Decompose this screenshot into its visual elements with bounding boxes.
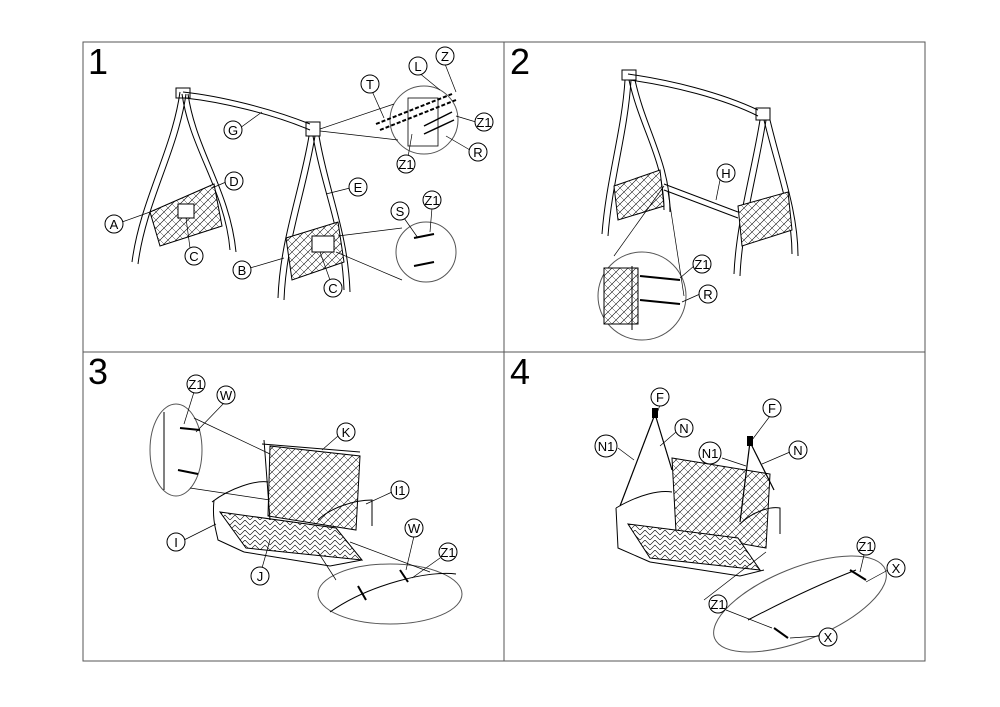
label-F-left: F	[656, 390, 664, 405]
callouts-step-1: Z L T Z1 R Z1 G D E	[104, 46, 494, 298]
label-C-left: C	[189, 249, 198, 264]
callouts-step-2: H Z1 R	[679, 163, 736, 304]
seat-frame	[211, 439, 373, 567]
label-R: R	[703, 287, 712, 302]
label-L: L	[414, 59, 421, 74]
label-T: T	[366, 77, 374, 92]
step-number: 3	[88, 351, 108, 392]
frame-side-right	[277, 121, 351, 301]
label-G: G	[228, 123, 238, 138]
label-K: K	[342, 425, 351, 440]
detail-circle-top	[319, 85, 459, 155]
label-Z1-left: Z1	[710, 597, 725, 612]
detail-circle	[597, 185, 687, 341]
label-X-right: X	[892, 561, 901, 576]
label-B: B	[238, 263, 247, 278]
label-N-right: N	[793, 443, 802, 458]
step-number: 2	[510, 41, 530, 82]
callouts-step-4: F N1 N F N1 N Z1 X Z1	[594, 387, 906, 647]
label-N-left: N	[679, 421, 688, 436]
label-F-right: F	[768, 401, 776, 416]
panel-step-1: 1	[88, 41, 494, 301]
label-I: I	[174, 535, 178, 550]
panel-step-4: 4 F	[510, 351, 906, 653]
label-C-right: C	[328, 281, 337, 296]
swing-seat	[615, 457, 781, 577]
label-Z1-top: Z1	[476, 115, 491, 130]
label-N1-right: N1	[702, 446, 719, 461]
panel-step-2: 2	[510, 41, 799, 341]
detail-oval-bottom	[317, 541, 463, 625]
top-beam	[182, 91, 311, 131]
label-Z1-bottom: Z1	[440, 545, 455, 560]
label-I1: I1	[395, 483, 406, 498]
step-number: 1	[88, 41, 108, 82]
frame-assembled	[601, 69, 799, 277]
detail-circle-bottom	[335, 221, 457, 283]
label-A: A	[110, 217, 119, 232]
label-Z1-right: Z1	[858, 539, 873, 554]
label-D: D	[229, 174, 238, 189]
label-S: S	[396, 204, 405, 219]
label-Z1-bottom: Z1	[424, 193, 439, 208]
label-H: H	[721, 166, 730, 181]
label-Z1-mid: Z1	[398, 157, 413, 172]
label-R: R	[473, 145, 482, 160]
callouts-step-3: Z1 W K I1 I W Z1 J	[166, 374, 458, 586]
label-W-top: W	[220, 388, 233, 403]
label-X-left: X	[824, 630, 833, 645]
detail-oval	[703, 551, 887, 653]
label-N1-left: N1	[598, 439, 615, 454]
panel-grid	[82, 41, 926, 662]
panel-step-3: 3 Z1	[88, 351, 463, 625]
label-Z1: Z1	[694, 257, 709, 272]
hanging-chains	[619, 408, 775, 523]
label-Z: Z	[441, 49, 449, 64]
label-E: E	[354, 180, 363, 195]
label-W-bottom: W	[408, 521, 421, 536]
frame-side-left	[131, 87, 237, 265]
label-J: J	[257, 569, 264, 584]
label-Z1-top: Z1	[188, 377, 203, 392]
step-number: 4	[510, 351, 530, 392]
detail-oval-left	[149, 403, 271, 501]
